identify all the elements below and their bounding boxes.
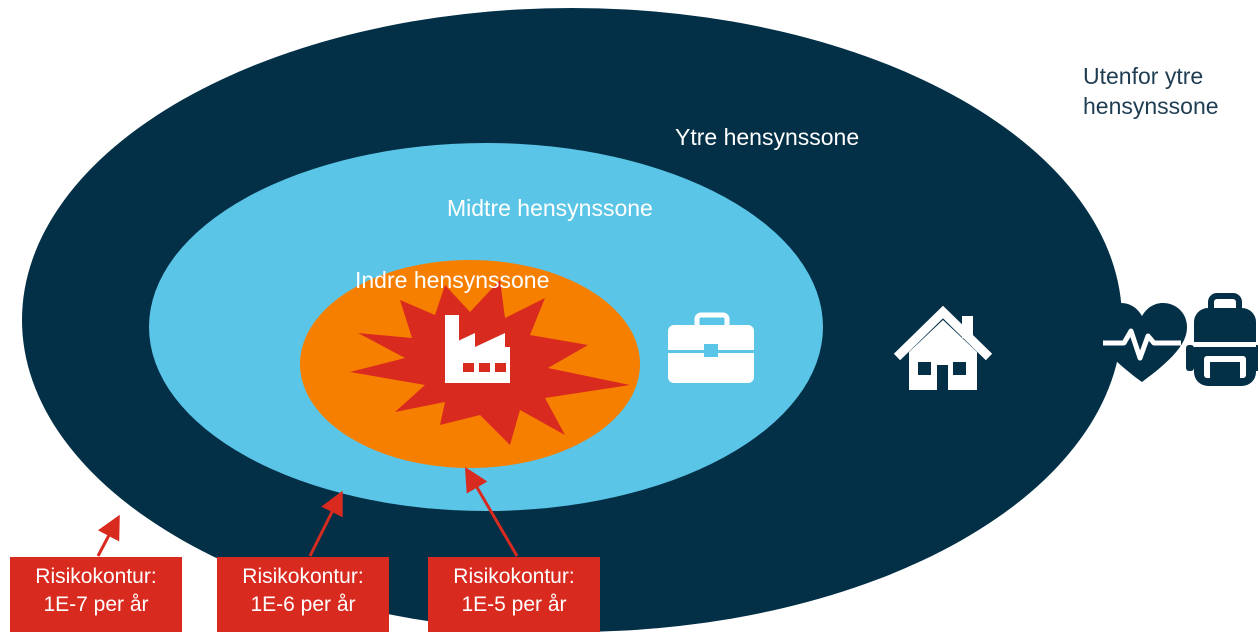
contour-arrow-1e5 bbox=[464, 466, 519, 557]
risk-contour-title: Risikokontur: bbox=[453, 565, 575, 588]
risk-contour-value: 1E-7 per år bbox=[43, 593, 149, 617]
risk-contour-box-1e6: Risikokontur: 1E-6 per år bbox=[217, 557, 389, 632]
risk-contour-title: Risikokontur: bbox=[242, 565, 364, 588]
outer-zone-label: Ytre hensynssone bbox=[675, 124, 860, 150]
risk-contour-box-1e7: Risikokontur: 1E-7 per år bbox=[10, 557, 182, 632]
middle-zone-label: Midtre hensynssone bbox=[447, 195, 653, 221]
contour-arrow-1e6 bbox=[308, 490, 343, 557]
inner-zone-label: Indre hensynssone bbox=[355, 267, 550, 293]
factory-icon bbox=[445, 315, 510, 383]
risk-contour-value: 1E-6 per år bbox=[250, 593, 356, 617]
risk-contour-box-1e5: Risikokontur: 1E-5 per år bbox=[428, 557, 600, 632]
outside-zone-label: Utenfor ytre hensynssone bbox=[1083, 63, 1219, 119]
briefcase-icon bbox=[668, 312, 754, 383]
risk-contour-value: 1E-5 per år bbox=[461, 593, 567, 617]
backpack-icon bbox=[1186, 293, 1258, 386]
house-icon bbox=[893, 305, 993, 390]
contour-arrow-1e7 bbox=[96, 514, 120, 557]
heart-pulse-icon bbox=[1097, 303, 1187, 382]
risk-contour-title: Risikokontur: bbox=[35, 565, 157, 588]
